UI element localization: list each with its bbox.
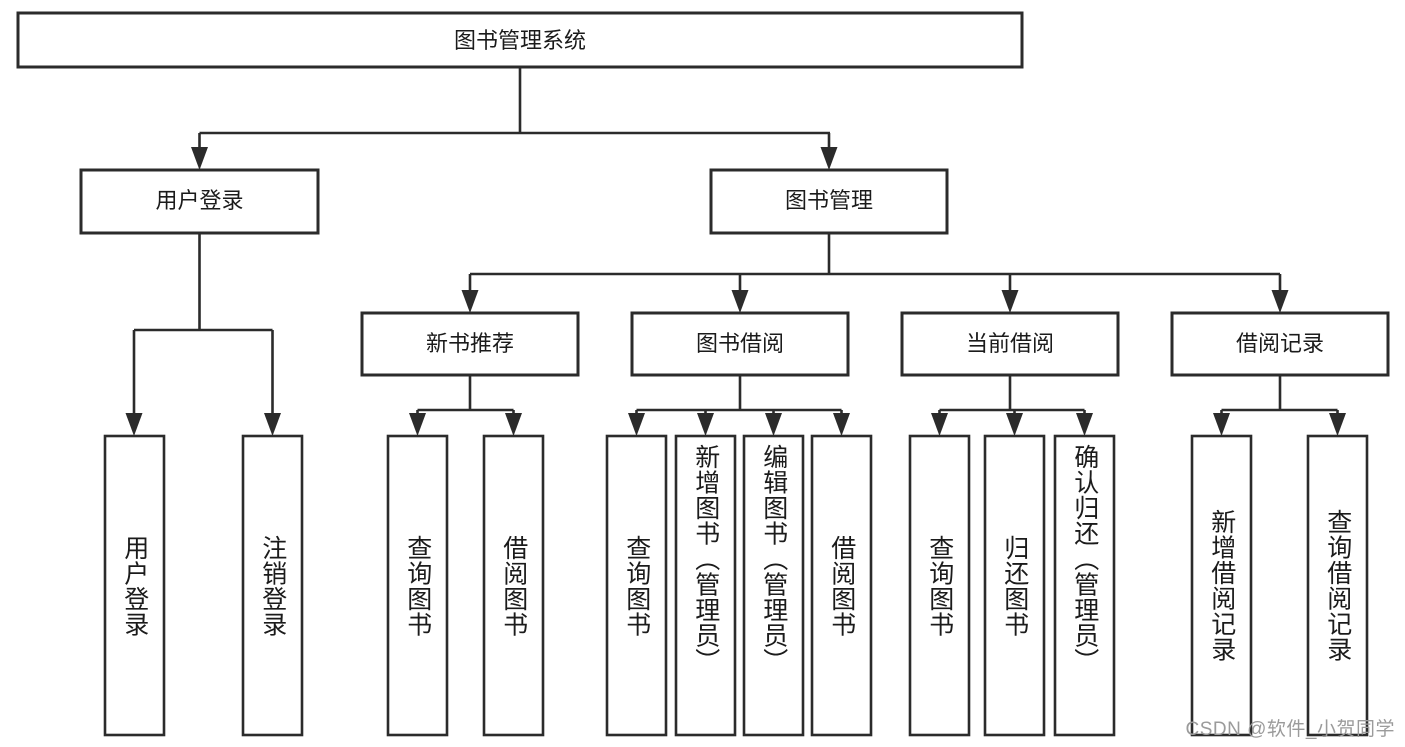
- arrowhead-current-borrow: [1001, 290, 1019, 313]
- node-borrow-record-box[interactable]: [1170, 311, 1390, 377]
- node-new-book-recommend-label: 新书推荐: [426, 331, 514, 356]
- node-root-box[interactable]: [16, 11, 1024, 69]
- leaf-box-borrow-book-2[interactable]: [810, 434, 873, 737]
- node-new-book-recommend[interactable]: 新书推荐: [360, 311, 580, 377]
- leaf-box-query-book-1[interactable]: [386, 434, 449, 737]
- arrowhead-leaf-return-book: [1006, 413, 1023, 436]
- connector-newbook-children: [416, 375, 515, 422]
- watermark-text: CSDN @软件_小贺同学: [1185, 719, 1395, 740]
- arrowhead-leaf-add-book: [697, 413, 714, 436]
- node-user-login[interactable]: 用户登录: [79, 168, 320, 235]
- leaf-box-user-login[interactable]: [103, 434, 166, 737]
- connector-layer: [125, 67, 1346, 436]
- connector-userlogin-children: [132, 233, 274, 422]
- connector-root-trunk: [198, 67, 831, 156]
- leaf-box-query-book-3[interactable]: [908, 434, 971, 737]
- node-borrow-record-label: 借阅记录: [1236, 331, 1324, 356]
- arrowhead-leaf-add-record: [1213, 413, 1230, 436]
- arrowhead-user-login: [191, 147, 208, 170]
- leaf-box-layer: [103, 434, 1369, 737]
- arrowhead-leaf-logout: [264, 413, 281, 436]
- arrowhead-leaf-query-book-3: [931, 413, 948, 436]
- leaf-box-add-record[interactable]: [1190, 434, 1253, 737]
- arrowhead-new-book-rec: [461, 290, 479, 313]
- node-new-book-recommend-box[interactable]: [360, 311, 580, 377]
- node-book-management-box[interactable]: [709, 168, 949, 235]
- leaf-box-logout[interactable]: [241, 434, 304, 737]
- leaf-box-return-book[interactable]: [983, 434, 1046, 737]
- arrowhead-leaf-borrow-book-2: [833, 413, 850, 436]
- node-book-management[interactable]: 图书管理: [709, 168, 949, 235]
- leaf-box-edit-book[interactable]: [742, 434, 805, 737]
- node-borrow-record[interactable]: 借阅记录: [1170, 311, 1390, 377]
- node-user-login-box[interactable]: [79, 168, 320, 235]
- node-user-login-label: 用户登录: [155, 188, 243, 213]
- node-book-borrow-box[interactable]: [630, 311, 850, 377]
- leaf-box-query-record[interactable]: [1306, 434, 1369, 737]
- leaf-box-query-book-2[interactable]: [605, 434, 668, 737]
- leaf-box-confirm-return[interactable]: [1053, 434, 1116, 737]
- arrowhead-leaf-edit-book: [765, 413, 782, 436]
- arrowhead-leaf-query-book-2: [628, 413, 645, 436]
- connector-borrowrecord-children: [1220, 375, 1339, 422]
- leaf-box-borrow-book-1[interactable]: [482, 434, 545, 737]
- arrowhead-leaf-query-record: [1329, 413, 1346, 436]
- arrowhead-book-manage: [820, 147, 838, 170]
- arrowhead-leaf-query-book-1: [409, 413, 426, 436]
- connector-bookmanage-trunk: [468, 233, 1282, 299]
- node-book-borrow-label: 图书借阅: [696, 331, 784, 356]
- arrowhead-borrow-record: [1271, 290, 1289, 313]
- leaf-box-add-book[interactable]: [674, 434, 737, 737]
- arrowhead-leaf-borrow-book-1: [505, 413, 522, 436]
- connector-bookborrow-children: [635, 375, 843, 422]
- arrowhead-book-borrow: [731, 290, 749, 313]
- node-current-borrow-label: 当前借阅: [966, 331, 1054, 356]
- arrowhead-leaf-user-login: [125, 413, 143, 436]
- node-current-borrow[interactable]: 当前借阅: [900, 311, 1120, 377]
- node-book-management-label: 图书管理: [785, 188, 873, 213]
- node-root-label: 图书管理系统: [454, 28, 586, 53]
- node-book-borrow[interactable]: 图书借阅: [630, 311, 850, 377]
- arrowhead-leaf-confirm-return: [1076, 413, 1093, 436]
- node-current-borrow-box[interactable]: [900, 311, 1120, 377]
- node-root[interactable]: 图书管理系统: [16, 11, 1024, 69]
